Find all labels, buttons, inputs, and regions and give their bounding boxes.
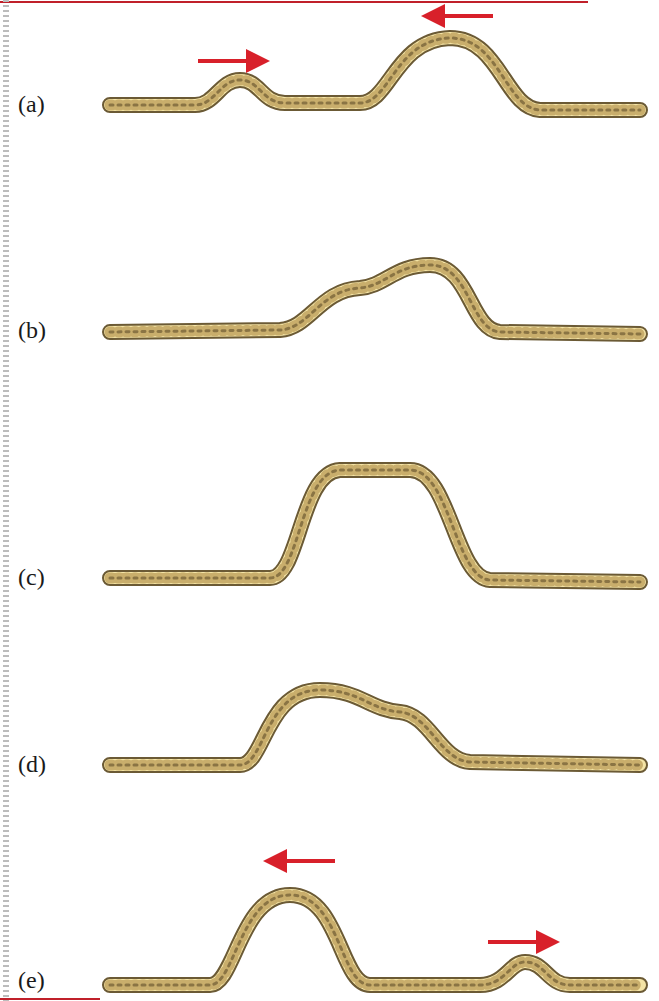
rope xyxy=(110,265,640,334)
rope-strand xyxy=(110,690,640,765)
direction-arrows xyxy=(198,16,548,942)
rope xyxy=(110,38,640,110)
rope-strand xyxy=(110,38,640,110)
rope-strand xyxy=(110,690,640,765)
rope-strand xyxy=(110,265,640,334)
panel-label: (d) xyxy=(18,752,46,776)
rope-strand xyxy=(110,895,640,985)
panel-label: (c) xyxy=(18,565,45,589)
rope-strand xyxy=(110,895,640,985)
rope xyxy=(110,470,640,582)
frame-edge xyxy=(3,0,9,1001)
frame-line xyxy=(0,998,100,1000)
rope-strand xyxy=(110,470,640,582)
rope-strand xyxy=(110,470,640,582)
rope xyxy=(110,690,640,765)
rope-strand xyxy=(110,470,640,582)
rope-strand xyxy=(110,470,640,582)
rope-strand xyxy=(110,265,640,334)
rope xyxy=(110,895,640,985)
rope-strand xyxy=(110,895,640,985)
frame-line xyxy=(0,1,588,3)
panel-label: (b) xyxy=(18,318,46,342)
rope-strand xyxy=(110,690,640,765)
rope-strand xyxy=(110,895,640,985)
panel-label: (a) xyxy=(18,92,45,116)
rope-strand xyxy=(110,690,640,765)
rope-strand xyxy=(110,38,640,110)
rope-strand xyxy=(110,38,640,110)
rope-strand xyxy=(110,38,640,110)
rope-strand xyxy=(110,265,640,334)
rope-strand xyxy=(110,265,640,334)
panel-label: (e) xyxy=(18,968,45,992)
